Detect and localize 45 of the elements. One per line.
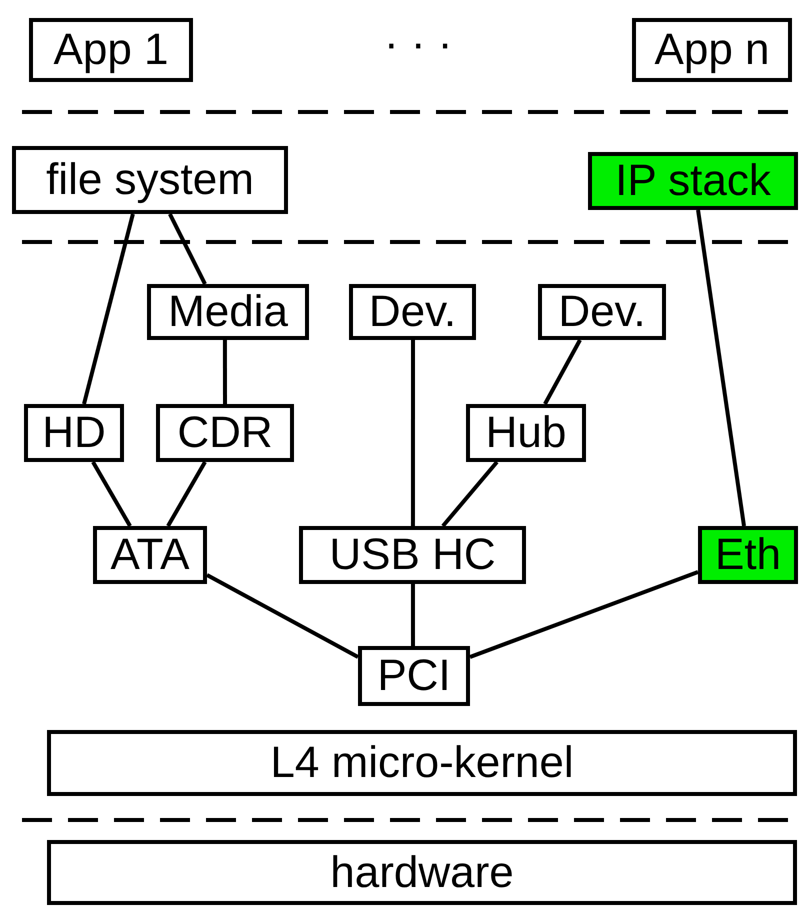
- component-box: [12, 146, 288, 214]
- connector-line: [469, 570, 699, 659]
- node-label: PCI: [377, 654, 451, 698]
- node-label: file system: [46, 158, 254, 202]
- component-box: [299, 526, 526, 584]
- connector-line: [168, 213, 207, 285]
- connector-line: [696, 210, 746, 526]
- component-box: [632, 18, 792, 82]
- component-box: [538, 284, 666, 340]
- connector-line: [91, 461, 132, 527]
- node-label: USB HC: [329, 533, 496, 577]
- component-box: [358, 646, 470, 706]
- node-label: ATA: [110, 533, 190, 577]
- connector-line: [441, 460, 498, 528]
- connector-line: [166, 461, 207, 527]
- component-box: [588, 152, 798, 210]
- connector-line: [222, 340, 227, 404]
- node-label: Eth: [714, 533, 782, 577]
- connector-line: [82, 214, 135, 404]
- node-label: Dev.: [368, 290, 456, 334]
- component-box: [24, 404, 124, 462]
- component-box: [147, 284, 309, 340]
- layer-box: [47, 840, 797, 905]
- node-label: CDR: [177, 411, 273, 455]
- node-label: Dev.: [558, 290, 646, 334]
- node-label: HD: [42, 411, 106, 455]
- node-label: App n: [654, 28, 770, 72]
- node-label: App 1: [54, 28, 168, 72]
- connector-line: [206, 573, 359, 659]
- connector-line: [543, 339, 582, 405]
- connector-line: [410, 340, 415, 526]
- node-label: hardware: [330, 850, 514, 894]
- node-label: Media: [168, 290, 288, 334]
- node-label: IP stack: [615, 159, 771, 203]
- node-label: L4 micro-kernel: [270, 741, 574, 785]
- component-box: [29, 18, 193, 82]
- component-box: [93, 526, 207, 584]
- ellipsis-text: · · ·: [384, 22, 452, 66]
- node-label: Hub: [486, 411, 566, 455]
- component-box: [156, 404, 294, 462]
- component-box: [698, 526, 798, 584]
- component-box: [466, 404, 586, 462]
- layer-box: [47, 730, 797, 796]
- connector-line: [410, 584, 415, 646]
- component-box: [349, 284, 476, 340]
